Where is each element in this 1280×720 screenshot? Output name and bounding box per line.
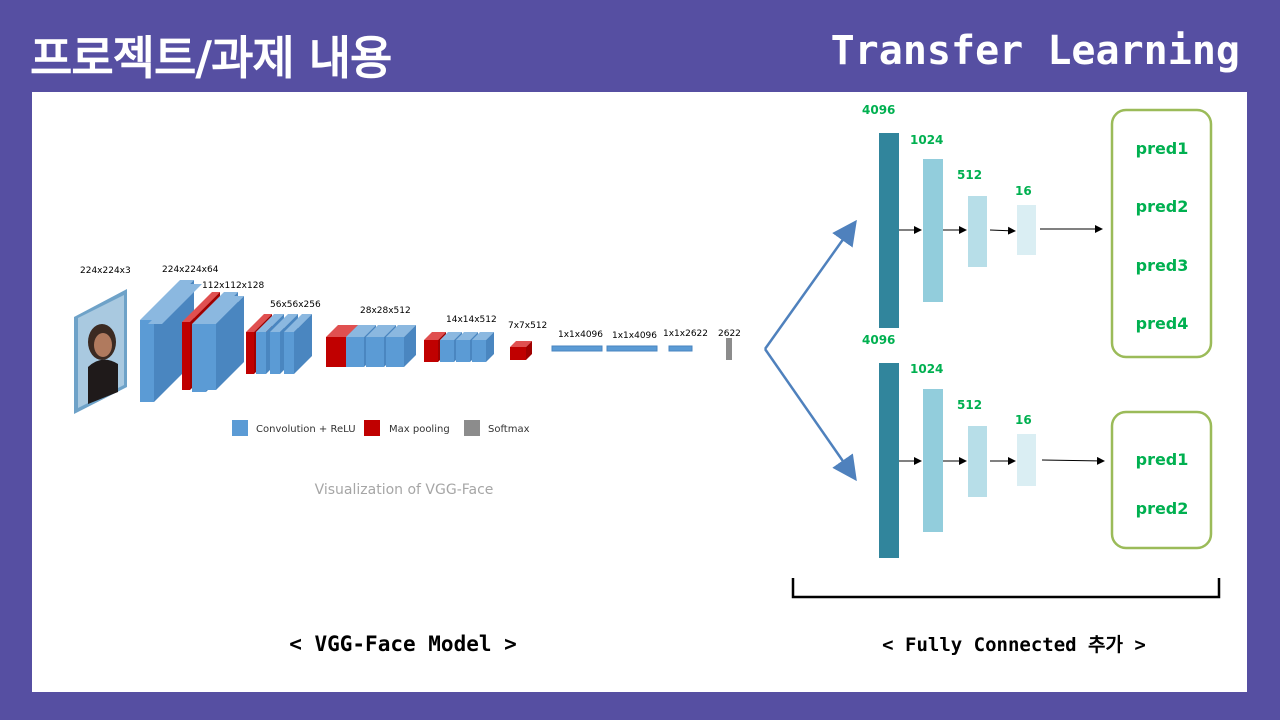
diagram-canvas: 224x224x3 224x224x64 112x112x128 56x56x2…: [74, 103, 1221, 656]
pred-box-1: [1110, 108, 1213, 359]
fc-layer-label: 1024: [910, 362, 943, 376]
page-subtitle: Transfer Learning: [830, 28, 1240, 74]
vgg-layer-label: 224x224x3: [80, 266, 131, 276]
pred-label: pred3: [1136, 256, 1189, 275]
legend-swatch-pool: [364, 420, 380, 436]
fc-layer-label: 16: [1015, 413, 1032, 427]
input-face-image: [74, 289, 127, 414]
fc-layer-4096: [879, 363, 899, 558]
fc-layer-1024: [923, 159, 943, 302]
legend-label: Softmax: [488, 424, 530, 435]
vgg-fc-layers: [551, 338, 732, 360]
fc-layer-512: [968, 196, 987, 267]
vgg-layer-label: 1x1x4096: [558, 330, 603, 340]
vgg-conv-block-4: [326, 325, 416, 367]
branch-arrow-top: [763, 219, 857, 350]
fc-layer-label: 16: [1015, 184, 1032, 198]
fc-layer-16: [1017, 434, 1036, 486]
vgg-layer-label: 224x224x64: [162, 265, 219, 275]
vgg-pool-block-6: [510, 341, 532, 360]
fc-layer-16: [1017, 205, 1036, 255]
fc-branch-2: 4096 1024 512 16 pred1 pred2: [862, 333, 1213, 558]
fc-layer-1024: [923, 389, 943, 532]
legend-label: Max pooling: [389, 424, 450, 435]
fc-layer-4096: [879, 133, 899, 328]
pred-label: pred1: [1136, 139, 1189, 158]
fc-added-label: < Fully Connected 추가 >: [882, 634, 1146, 656]
content-panel: 224x224x3 224x224x64 112x112x128 56x56x2…: [32, 92, 1247, 692]
vgg-layer-label: 28x28x512: [360, 306, 411, 316]
branch-arrow-bottom: [763, 348, 857, 482]
fc-layer-label: 4096: [862, 103, 895, 117]
vgg-conv-block-3: [246, 314, 312, 374]
legend-swatch-conv: [232, 420, 248, 436]
vgg-layer-label: 7x7x512: [508, 321, 547, 331]
vgg-layer-label: 2622: [718, 329, 741, 339]
fc-bracket: [791, 578, 1221, 599]
vgg-caption: Visualization of VGG-Face: [315, 482, 494, 498]
pred-label: pred4: [1136, 314, 1189, 333]
vgg-layer-label: 1x1x2622: [663, 329, 708, 339]
page-title: 프로젝트/과제 내용: [30, 31, 392, 85]
vgg-layer-label: 56x56x256: [270, 300, 321, 310]
fc-layer-512: [968, 426, 987, 497]
pred-label: pred2: [1136, 499, 1189, 518]
pred-label: pred1: [1136, 450, 1189, 469]
fc-layer-label: 512: [957, 398, 982, 412]
vgg-conv-block-2: [182, 292, 244, 392]
vgg-model-label: < VGG-Face Model >: [289, 632, 517, 656]
pred-label: pred2: [1136, 197, 1189, 216]
vgg-layer-label: 112x112x128: [202, 281, 264, 291]
fc-branch-1: 4096 1024 512 16 pred1 pred2 pred3 pred4: [862, 103, 1213, 359]
legend-label: Convolution + ReLU: [256, 424, 356, 435]
vgg-layer-label: 14x14x512: [446, 315, 497, 325]
vgg-layer-label: 1x1x4096: [612, 331, 657, 341]
pred-box-2: [1110, 410, 1213, 550]
fc-layer-label: 512: [957, 168, 982, 182]
vgg-conv-block-5: [424, 332, 494, 362]
fc-layer-label: 1024: [910, 133, 943, 147]
vgg-legend: Convolution + ReLU Max pooling Softmax: [232, 420, 530, 436]
legend-swatch-softmax: [464, 420, 480, 436]
fc-layer-label: 4096: [862, 333, 895, 347]
